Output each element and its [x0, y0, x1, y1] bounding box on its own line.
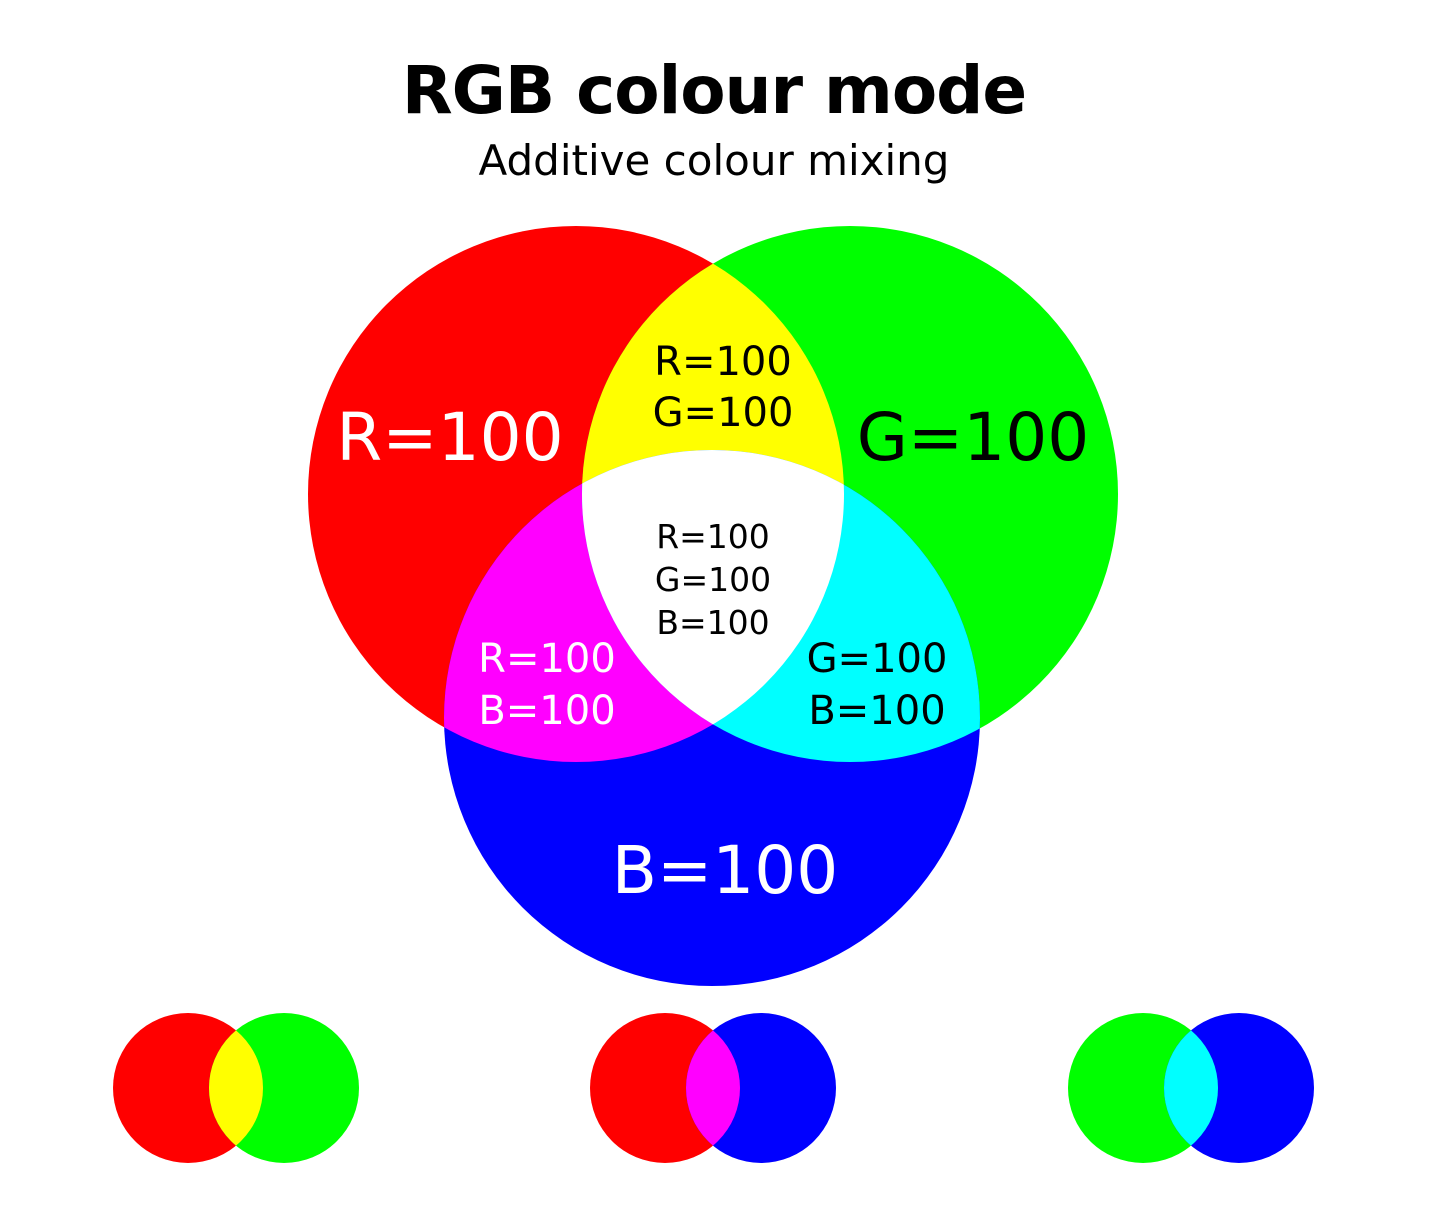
yellow-label-line-1: R=100 — [654, 339, 792, 385]
green-label: G=100 — [857, 399, 1089, 476]
pair-red-green-overlap — [209, 1013, 263, 1163]
blue-label: B=100 — [612, 832, 839, 909]
red-label: R=100 — [336, 399, 563, 476]
pair-green-blue — [1068, 1013, 1314, 1163]
white-overlap — [582, 450, 844, 762]
cyan-label-line-1: G=100 — [807, 636, 948, 682]
yellow-label-line-2: G=100 — [653, 390, 794, 436]
cyan-label-line-2: B=100 — [808, 688, 945, 734]
white-label-line-2: G=100 — [655, 560, 771, 599]
page-title: RGB colour mode — [401, 52, 1027, 129]
white-label-line-1: R=100 — [656, 517, 770, 556]
pair-red-blue-overlap — [686, 1013, 740, 1163]
magenta-label-line-2: B=100 — [478, 688, 615, 734]
pair-red-green — [113, 1013, 359, 1163]
pair-red-blue — [590, 1013, 836, 1163]
magenta-label-line-1: R=100 — [478, 636, 616, 682]
page-subtitle: Additive colour mixing — [478, 136, 950, 185]
white-label-line-3: B=100 — [656, 603, 769, 642]
pair-green-blue-overlap — [1164, 1013, 1218, 1163]
